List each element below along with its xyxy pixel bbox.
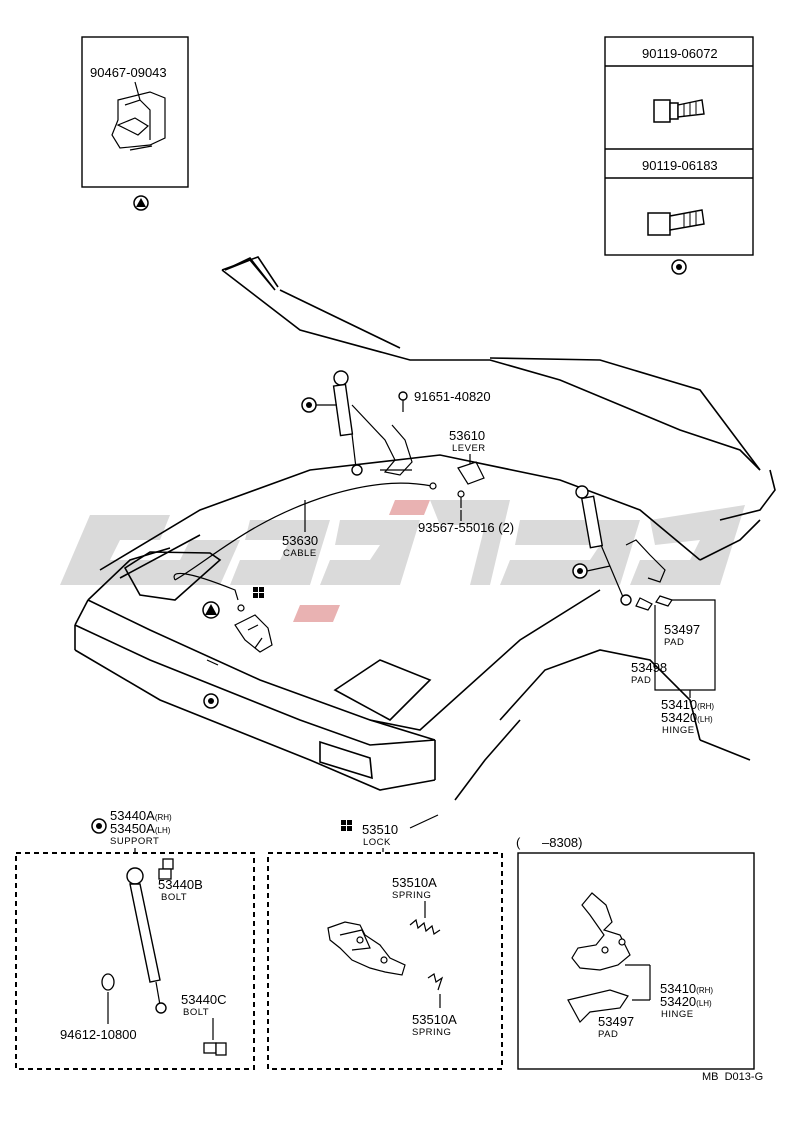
hinge-assembly-icon — [571, 892, 631, 971]
spring-a1-part-number: 53510A — [392, 875, 437, 890]
pad-upper-part-number: 53497 — [664, 622, 700, 637]
hinge-part-name: HINGE — [662, 725, 695, 736]
square-symbol-icon — [253, 587, 264, 598]
figure-code: MB D013-G — [702, 1071, 763, 1083]
spring-icon — [427, 973, 444, 991]
support-rh-label: 53440A(RH) — [110, 808, 172, 823]
clip-2-part-number: 94612-10800 — [60, 1027, 137, 1042]
triangle-symbol-icon — [202, 601, 220, 619]
bolt-b-part-number: 53440B — [158, 877, 203, 892]
pad-box-part-name: PAD — [598, 1029, 618, 1040]
hinge-detail-box: 53410(RH) 53420(LH) HINGE 53497 PAD — [517, 852, 755, 1070]
circle-symbol-icon — [301, 397, 337, 413]
square-symbol-icon — [341, 820, 352, 831]
lever-part-number: 53610 — [449, 428, 485, 443]
circle-symbol-icon — [572, 563, 611, 579]
pad-upper-part-name: PAD — [664, 637, 684, 648]
bolt-b-icon — [158, 858, 174, 880]
circle-symbol-icon — [203, 693, 219, 709]
bolt-c-icon — [203, 1042, 227, 1056]
hood-body-outline — [74, 256, 776, 801]
grommet-part-number: 93567-55016 (2) — [418, 520, 514, 535]
hood-support-strut-left — [332, 370, 363, 476]
cable-icon — [173, 482, 437, 612]
hood-support-strut-right — [575, 485, 632, 606]
bolt-c-part-number: 53440C — [181, 992, 227, 1007]
circle-symbol-icon — [671, 259, 687, 275]
pad-box-part-number: 53497 — [598, 1014, 634, 1029]
spring-a2-part-name: SPRING — [412, 1027, 451, 1038]
spring-a1-part-name: SPRING — [392, 890, 431, 901]
hinge-rh-label: 53410(RH) — [661, 697, 714, 712]
hinge-lh-label: 53420(LH) — [661, 710, 713, 725]
lock-part-name: LOCK — [363, 837, 391, 848]
triangle-symbol-icon — [133, 195, 149, 211]
screw-icon — [398, 391, 408, 412]
lock-detail-box: 53510A SPRING 53510A SPRING — [267, 852, 503, 1070]
spring-a2-part-number: 53510A — [412, 1012, 457, 1027]
bolt-b-part-name: BOLT — [161, 892, 187, 903]
clip-detail-box: 90467-09043 — [81, 36, 189, 188]
hex-bolt-icon — [647, 209, 705, 236]
lock-part-number: 53510 — [362, 822, 398, 837]
flange-bolt-icon — [653, 99, 705, 123]
pad-icon — [567, 989, 629, 1023]
bolt-part-number-1: 90119-06072 — [642, 46, 718, 61]
hinge-box-rh-label: 53410(RH) — [660, 981, 713, 996]
clip-round-icon — [101, 973, 115, 991]
lock-assembly-icon — [327, 921, 406, 976]
lever-icon — [457, 461, 485, 485]
hinge-box-part-name: HINGE — [661, 1009, 694, 1020]
bolt-part-number-2: 90119-06183 — [642, 158, 718, 173]
clip-part-number: 90467-09043 — [90, 65, 167, 80]
hinge-box-lh-label: 53420(LH) — [660, 994, 712, 1009]
lock-icon — [234, 614, 273, 653]
clip-icon — [111, 91, 166, 151]
circle-symbol-icon — [91, 818, 107, 834]
support-lh-label: 53450A(LH) — [110, 821, 171, 836]
hinge-right-icon — [625, 539, 673, 611]
date-range-label: ( –8308) — [516, 835, 582, 850]
bolt-c-part-name: BOLT — [183, 1007, 209, 1018]
support-strut-icon — [126, 867, 167, 1014]
support-part-name: SUPPORT — [110, 836, 159, 847]
cable-part-number: 53630 — [282, 533, 318, 548]
pad-lower-part-name: PAD — [631, 675, 651, 686]
support-detail-box: 53440B BOLT 94612-10800 53440C BOLT — [15, 848, 255, 1070]
watermark-logo — [60, 500, 745, 622]
spring-icon — [409, 918, 441, 935]
grommet-icon — [457, 490, 465, 508]
bolts-detail-box: 90119-06072 90119-06183 — [604, 36, 754, 256]
hinge-left-icon — [351, 404, 413, 476]
cable-part-name: CABLE — [283, 548, 317, 559]
screw-part-number: 91651-40820 — [414, 389, 491, 404]
pad-lower-part-number: 53498 — [631, 660, 667, 675]
lever-part-name: LEVER — [452, 443, 486, 454]
